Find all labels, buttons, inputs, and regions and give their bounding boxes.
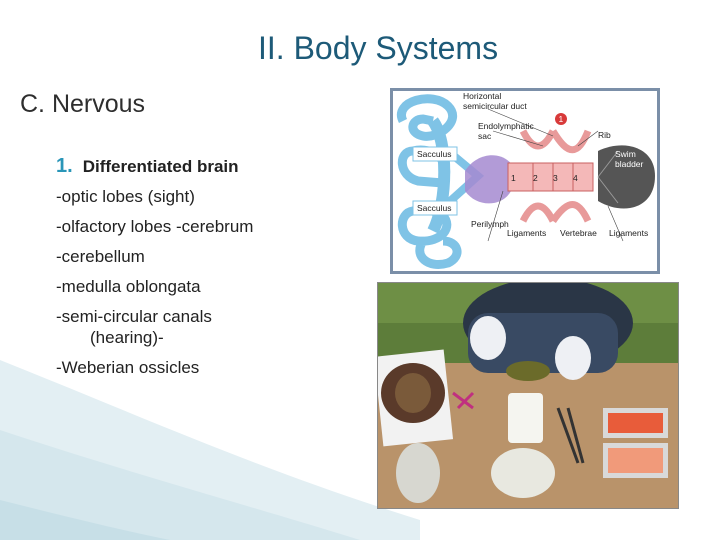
label-ossicle-3: 3 bbox=[553, 173, 558, 183]
diagram-svg: 1 Horizontal semicircular duct Endolymph… bbox=[397, 91, 655, 269]
list-heading-text: Differentiated brain bbox=[82, 157, 239, 176]
dissection-photo bbox=[377, 282, 679, 509]
label-bladder: bladder bbox=[615, 159, 644, 169]
list-item: -semi-circular canals bbox=[56, 307, 212, 326]
photo-illustration bbox=[378, 283, 678, 508]
label-vertebrae: Vertebrae bbox=[560, 228, 597, 238]
label-horizontal: Horizontal bbox=[463, 91, 501, 101]
weberian-apparatus-diagram: 1 Horizontal semicircular duct Endolymph… bbox=[390, 88, 660, 274]
label-sac: sac bbox=[478, 131, 492, 141]
slide-subtitle: C. Nervous bbox=[20, 90, 146, 118]
label-ligaments-right: Ligaments bbox=[609, 228, 648, 238]
label-ossicle-4: 4 bbox=[573, 173, 578, 183]
label-sacculus-bottom: Sacculus bbox=[417, 203, 452, 213]
marker-circle bbox=[555, 113, 567, 125]
list-item: (hearing)- bbox=[90, 328, 164, 347]
list-number: 1. bbox=[56, 155, 73, 177]
label-ossicle-1: 1 bbox=[511, 173, 516, 183]
label-endolymphatic: Endolymphatic bbox=[478, 121, 535, 131]
label-sacculus-top: Sacculus bbox=[417, 149, 452, 159]
list-item: -cerebellum bbox=[56, 247, 145, 266]
list-item: -olfactory lobes -cerebrum bbox=[56, 217, 254, 236]
label-ossicle-2: 2 bbox=[533, 173, 538, 183]
label-semicircular-duct: semicircular duct bbox=[463, 101, 527, 111]
swim-bladder bbox=[598, 145, 655, 209]
perilymph-region bbox=[465, 155, 513, 204]
label-ligaments-left: Ligaments bbox=[507, 228, 546, 238]
label-rib: Rib bbox=[598, 130, 611, 140]
list-item: -optic lobes (sight) bbox=[56, 187, 195, 206]
bullet-list: 1. Differentiated brain -optic lobes (si… bbox=[56, 155, 376, 387]
ossicle-chain bbox=[507, 162, 594, 192]
slide-title: II. Body Systems bbox=[258, 30, 499, 66]
list-heading: 1. Differentiated brain bbox=[56, 155, 376, 178]
list-item: -medulla oblongata bbox=[56, 277, 201, 296]
label-perilymph: Perilymph bbox=[471, 219, 509, 229]
marker-label: 1 bbox=[559, 114, 564, 124]
label-swim: Swim bbox=[615, 149, 636, 159]
list-item: -Weberian ossicles bbox=[56, 358, 200, 377]
